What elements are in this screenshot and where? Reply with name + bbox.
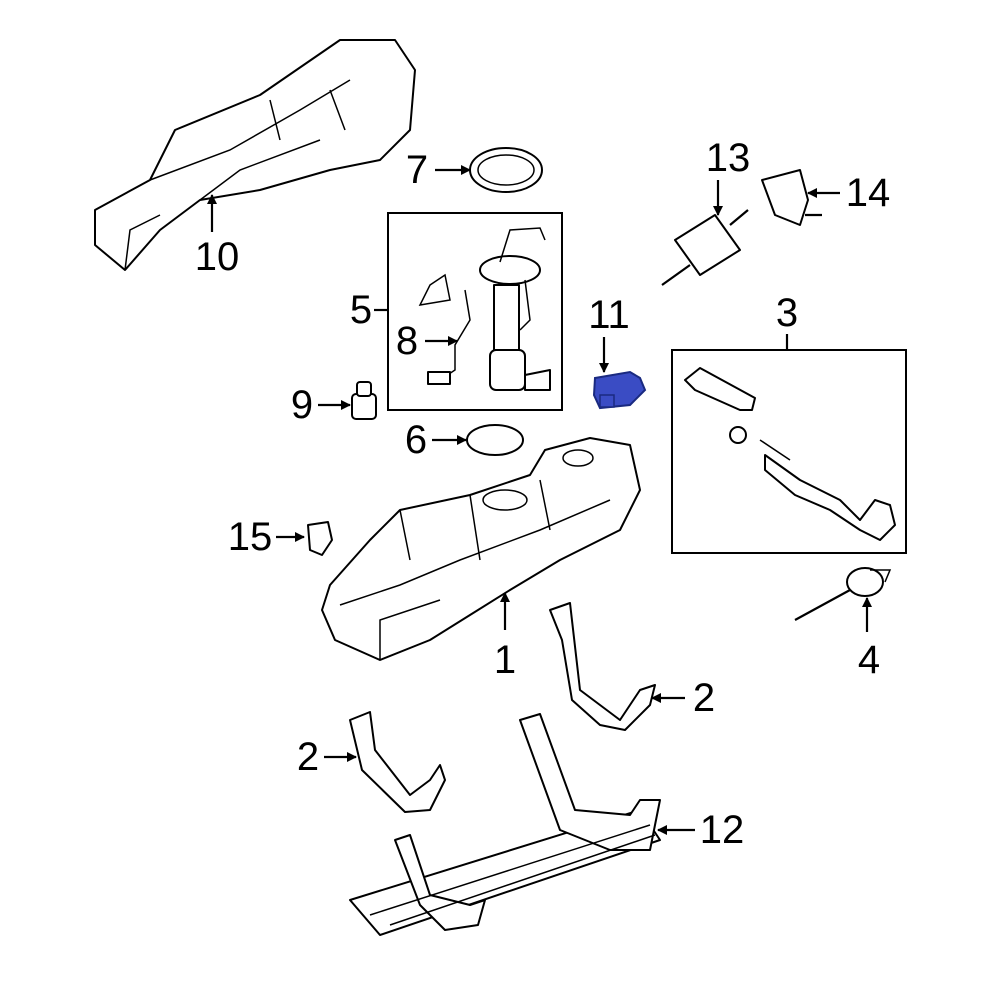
part-9-fitting[interactable] <box>351 381 377 420</box>
callout-5: 5 <box>350 288 372 332</box>
callout-12: 12 <box>700 808 745 852</box>
part-2-strap-left[interactable] <box>349 711 446 813</box>
callout-14: 14 <box>846 171 891 215</box>
callout-1: 1 <box>494 638 516 682</box>
part-8-wiring-harness[interactable] <box>418 273 471 385</box>
part-5-fuel-pump-module[interactable] <box>479 227 551 391</box>
callout-8: 8 <box>396 319 418 363</box>
part-15-connector[interactable] <box>307 521 333 556</box>
part-13-fuel-filter[interactable] <box>661 209 749 286</box>
callout-2-left: 2 <box>297 735 319 779</box>
part-14-bracket[interactable] <box>761 169 822 226</box>
part-11-module-highlighted[interactable] <box>592 370 647 410</box>
callout-13: 13 <box>706 136 751 180</box>
part-2-strap-right[interactable] <box>549 602 656 731</box>
callout-3: 3 <box>776 291 798 335</box>
callout-11: 11 <box>588 293 630 337</box>
part-5-fuel-pump-box[interactable] <box>387 212 563 411</box>
part-10-heat-shield[interactable] <box>94 39 416 271</box>
part-12-skid-plate[interactable] <box>349 713 661 936</box>
part-7-lock-ring[interactable] <box>469 147 543 193</box>
callout-2-right: 2 <box>693 676 715 720</box>
part-3-filler-pipe[interactable] <box>684 367 896 541</box>
part-6-gasket[interactable] <box>466 424 524 456</box>
callout-15: 15 <box>228 515 273 559</box>
part-4-sender[interactable] <box>794 567 892 621</box>
part-1-fuel-tank[interactable] <box>321 437 641 661</box>
callout-7: 7 <box>406 148 428 192</box>
callout-6: 6 <box>405 418 427 462</box>
leader-lines <box>207 165 872 835</box>
callout-9: 9 <box>291 383 313 427</box>
part-3-filler-box[interactable] <box>671 349 907 554</box>
callout-10: 10 <box>195 235 240 279</box>
callout-4: 4 <box>858 638 880 682</box>
